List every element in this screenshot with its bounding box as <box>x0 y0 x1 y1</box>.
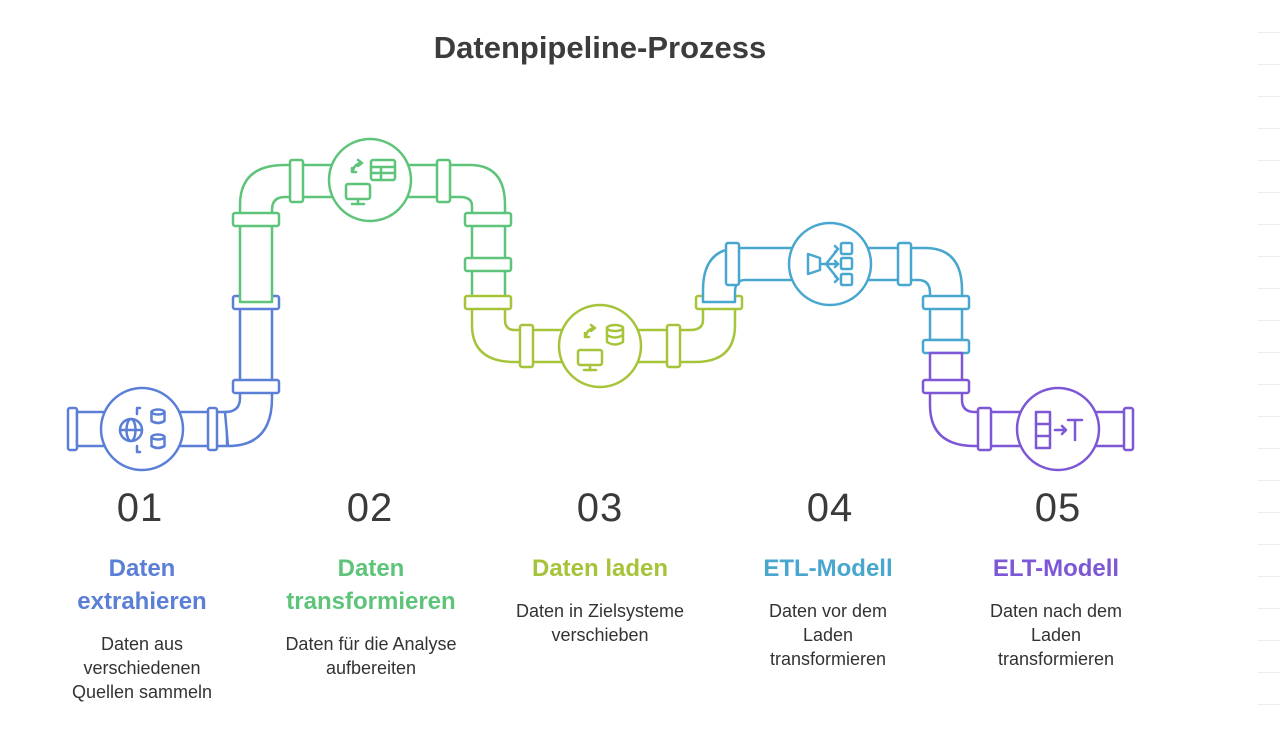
edge-rule <box>1258 512 1280 513</box>
step-description: Daten in Zielsysteme verschieben <box>515 601 685 645</box>
edge-rule <box>1258 608 1280 609</box>
step-number-05: 05 <box>1034 486 1082 530</box>
step-title: Daten laden <box>531 555 669 582</box>
edge-rule <box>1258 704 1280 705</box>
step-number-04: 04 <box>806 486 854 530</box>
step-load: Daten laden Daten in Zielsysteme verschi… <box>485 552 715 647</box>
edge-rule <box>1258 96 1280 97</box>
edge-rule <box>1258 128 1280 129</box>
step-number-03: 03 <box>576 486 624 530</box>
edge-rule <box>1258 480 1280 481</box>
step-title: Daten extrahieren <box>77 555 207 615</box>
edge-rule <box>1258 672 1280 673</box>
edge-rule <box>1258 64 1280 65</box>
flow-distribution-icon <box>787 221 873 307</box>
monitor-table-icon <box>327 137 413 223</box>
edge-rule <box>1258 256 1280 257</box>
globe-database-icon <box>99 386 185 472</box>
edge-rule <box>1258 576 1280 577</box>
step-description: Daten aus verschiedenen Quellen sammeln <box>71 634 213 702</box>
step-etl: ETL-Modell Daten vor dem Laden transform… <box>713 552 943 671</box>
step-title: Daten transformieren <box>286 555 456 615</box>
edge-rule <box>1258 192 1280 193</box>
step-transform: Daten transformieren Daten für die Analy… <box>256 552 486 680</box>
edge-rule <box>1258 320 1280 321</box>
edge-rule <box>1258 224 1280 225</box>
edge-rule <box>1258 32 1280 33</box>
step-title: ELT-Modell <box>992 555 1120 582</box>
edge-rule <box>1258 416 1280 417</box>
edge-rule <box>1258 640 1280 641</box>
step-elt: ELT-Modell Daten nach dem Laden transfor… <box>941 552 1171 671</box>
step-title: ETL-Modell <box>763 555 893 582</box>
step-number-02: 02 <box>346 486 394 530</box>
edge-rule <box>1258 544 1280 545</box>
edge-rule <box>1258 448 1280 449</box>
step-number-01: 01 <box>116 486 164 530</box>
step-description: Daten für die Analyse aufbereiten <box>285 634 457 678</box>
column-to-text-icon <box>1015 386 1101 472</box>
step-extract: Daten extrahieren Daten aus verschiedene… <box>27 552 257 704</box>
edge-rule <box>1258 160 1280 161</box>
monitor-database-icon <box>557 303 643 389</box>
step-description: Daten vor dem Laden transformieren <box>768 601 888 669</box>
pipe-segment-etl <box>701 241 971 355</box>
edge-rule <box>1258 384 1280 385</box>
step-description: Daten nach dem Laden transformieren <box>989 601 1123 669</box>
diagram-title: Datenpipeline-Prozess <box>433 30 767 65</box>
edge-rule <box>1258 352 1280 353</box>
edge-rule <box>1258 288 1280 289</box>
